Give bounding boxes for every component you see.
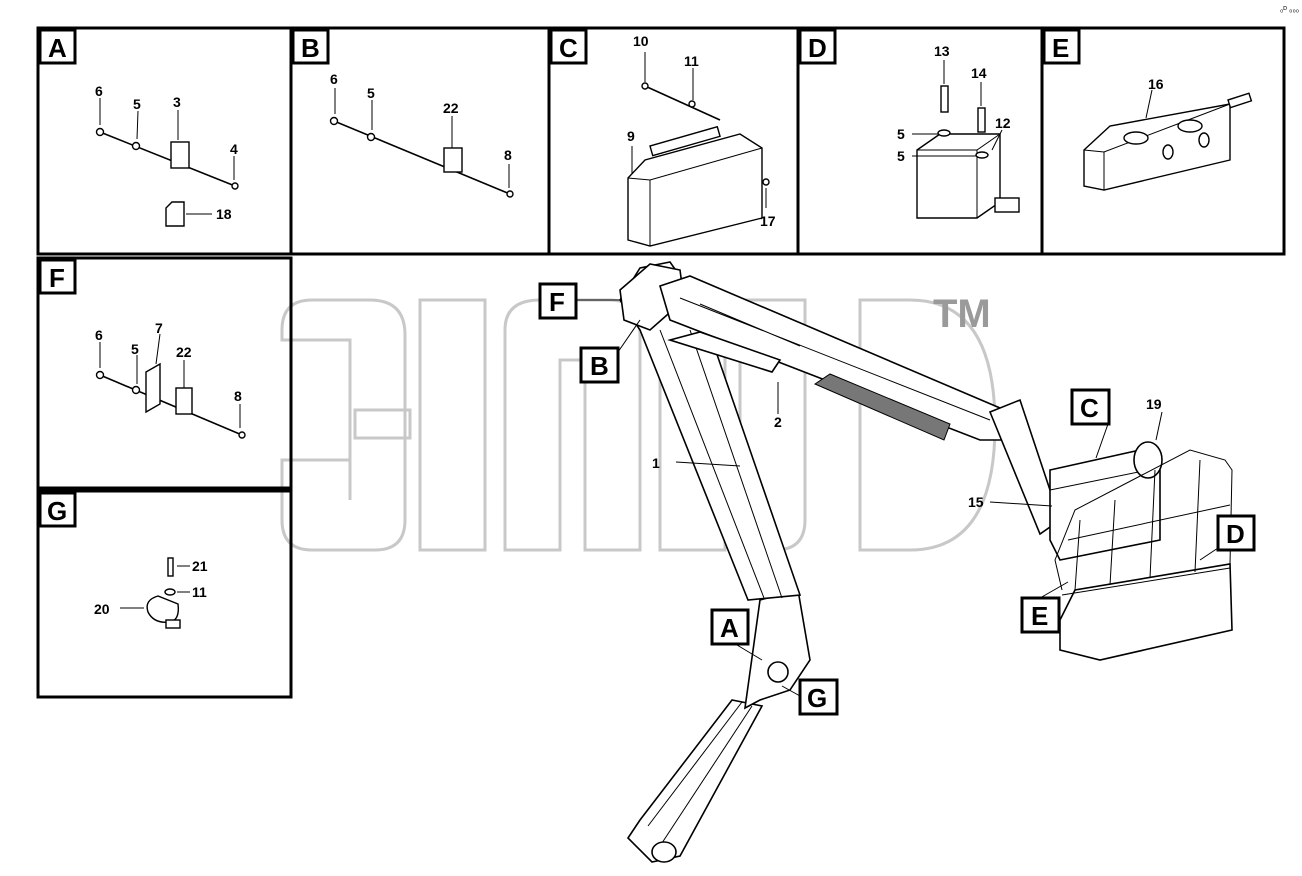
panel-f-letter: F bbox=[49, 263, 65, 293]
callout-e-16: 16 bbox=[1148, 76, 1164, 92]
callout-c-10: 10 bbox=[633, 33, 649, 49]
watermark: TM bbox=[280, 292, 997, 552]
panel-g-letter: G bbox=[47, 496, 67, 526]
panel-d: D 13 14 5 12 5 bbox=[796, 26, 1044, 256]
locator-c-box bbox=[1070, 388, 1111, 426]
locator-c: C bbox=[1080, 393, 1099, 423]
locator-d: D bbox=[1226, 519, 1245, 549]
panel-a-letter-box bbox=[38, 28, 77, 65]
callout-c-9: 9 bbox=[627, 128, 635, 144]
callout-a-3: 3 bbox=[173, 94, 181, 110]
watermark-tm: TM bbox=[933, 292, 991, 336]
panel-b: B 6 5 22 8 bbox=[289, 26, 551, 256]
locator-e-box bbox=[1020, 596, 1061, 634]
callout-g-21: 21 bbox=[192, 558, 208, 574]
locator-d-box bbox=[1216, 514, 1256, 552]
callout-f-8: 8 bbox=[234, 388, 242, 404]
callout-b-6: 6 bbox=[330, 71, 338, 87]
panel-e-letter: E bbox=[1052, 33, 1069, 63]
callout-f-7: 7 bbox=[155, 320, 163, 336]
callout-b-8: 8 bbox=[504, 147, 512, 163]
locator-b: B bbox=[590, 351, 609, 381]
panel-b-letter: B bbox=[301, 33, 320, 63]
panel-a-letter: A bbox=[48, 33, 67, 63]
callout-d-12: 12 bbox=[995, 115, 1011, 131]
callout-main-2: 2 bbox=[774, 414, 782, 430]
callout-d-13: 13 bbox=[934, 43, 950, 59]
locator-g: G bbox=[807, 683, 827, 713]
callout-main-19: 19 bbox=[1146, 396, 1162, 412]
callout-d-5a: 5 bbox=[897, 126, 905, 142]
locator-a-box bbox=[710, 608, 750, 646]
callout-c-11: 11 bbox=[684, 53, 699, 69]
panel-e: E 16 bbox=[1040, 26, 1286, 256]
callout-f-5: 5 bbox=[131, 341, 139, 357]
callout-f-22: 22 bbox=[176, 344, 192, 360]
locator-a: A bbox=[720, 613, 739, 643]
panel-f: F 6 5 7 22 8 bbox=[36, 256, 293, 490]
panel-g: G 21 11 20 bbox=[36, 489, 293, 699]
panel-a: A 6 5 3 4 18 bbox=[36, 26, 293, 256]
callout-g-20: 20 bbox=[94, 601, 110, 617]
callout-main-15: 15 bbox=[968, 494, 984, 510]
locator-e: E bbox=[1031, 601, 1048, 631]
corner-mark: ₀ᴰ ₀₀₀ bbox=[1280, 5, 1299, 14]
callout-f-6: 6 bbox=[95, 327, 103, 343]
panel-d-letter: D bbox=[808, 33, 827, 63]
callout-main-1: 1 bbox=[652, 455, 660, 471]
callout-b-22: 22 bbox=[443, 100, 459, 116]
callout-g-11: 11 bbox=[192, 584, 207, 600]
callout-a-18: 18 bbox=[216, 206, 232, 222]
callout-a-4: 4 bbox=[230, 141, 238, 157]
panel-c: C 10 11 9 17 bbox=[547, 26, 800, 256]
callout-b-5: 5 bbox=[367, 85, 375, 101]
callout-d-14: 14 bbox=[971, 65, 987, 81]
callout-a-6: 6 bbox=[95, 83, 103, 99]
locator-g-box bbox=[798, 678, 839, 716]
callout-c-17: 17 bbox=[760, 213, 776, 229]
callout-a-5: 5 bbox=[133, 96, 141, 112]
locator-f-box bbox=[538, 282, 578, 320]
locator-b-box bbox=[579, 346, 620, 384]
panel-c-letter: C bbox=[559, 33, 578, 63]
locator-f: F bbox=[549, 287, 565, 317]
boom-assembly bbox=[576, 261, 1233, 863]
callout-d-5b: 5 bbox=[897, 148, 905, 164]
